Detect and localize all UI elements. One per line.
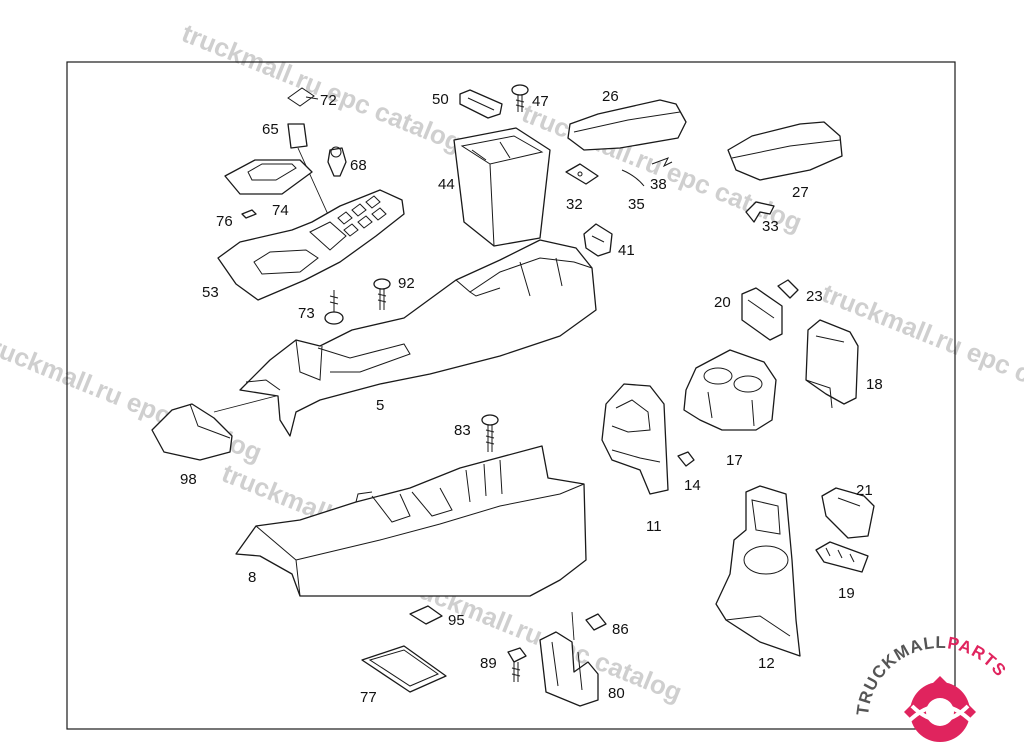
part-68-socket bbox=[327, 146, 347, 177]
part-76-pad bbox=[241, 209, 257, 219]
part-98-cover bbox=[151, 403, 233, 461]
label-19: 19 bbox=[838, 585, 855, 602]
label-38: 38 bbox=[650, 176, 667, 193]
label-89: 89 bbox=[480, 655, 497, 672]
label-26: 26 bbox=[602, 88, 619, 105]
label-17: 17 bbox=[726, 452, 743, 469]
logo-text-accent: PARTS bbox=[946, 633, 1010, 680]
part-72-clip bbox=[287, 87, 319, 107]
part-86-clip bbox=[585, 613, 607, 631]
part-labels: 72 50 47 26 65 68 44 38 27 76 74 32 35 3… bbox=[180, 88, 883, 706]
label-73: 73 bbox=[298, 305, 315, 322]
part-74-bezel bbox=[224, 159, 313, 195]
label-5: 5 bbox=[376, 397, 384, 414]
label-77: 77 bbox=[360, 689, 377, 706]
label-23: 23 bbox=[806, 288, 823, 305]
label-41: 41 bbox=[618, 242, 635, 259]
part-80-bracket bbox=[539, 611, 599, 707]
label-33: 33 bbox=[762, 218, 779, 235]
label-44: 44 bbox=[438, 176, 455, 193]
part-23-clip bbox=[777, 279, 799, 299]
part-53-switch-panel bbox=[217, 189, 405, 301]
part-50-cover bbox=[459, 89, 503, 119]
part-27-armrest bbox=[727, 121, 843, 181]
label-92: 92 bbox=[398, 275, 415, 292]
label-98: 98 bbox=[180, 471, 197, 488]
label-14: 14 bbox=[684, 477, 701, 494]
part-47-screw bbox=[511, 84, 529, 112]
part-18-holder bbox=[805, 319, 859, 409]
label-20: 20 bbox=[714, 294, 731, 311]
part-38-spring bbox=[651, 157, 673, 168]
part-92-screw bbox=[373, 278, 391, 310]
label-12: 12 bbox=[758, 655, 775, 672]
diagram-frame bbox=[66, 61, 956, 730]
part-19-switch bbox=[815, 541, 869, 573]
label-50: 50 bbox=[432, 91, 449, 108]
label-83: 83 bbox=[454, 422, 471, 439]
part-83-screw bbox=[481, 414, 499, 452]
label-95: 95 bbox=[448, 612, 465, 629]
part-8-lower-console bbox=[235, 445, 587, 597]
label-35: 35 bbox=[628, 196, 645, 213]
label-74: 74 bbox=[272, 202, 289, 219]
part-12-lower-panel bbox=[715, 485, 801, 657]
label-76: 76 bbox=[216, 213, 233, 230]
label-11: 11 bbox=[646, 518, 662, 535]
gear-icon bbox=[904, 676, 976, 742]
part-95-nut-plate bbox=[409, 605, 443, 625]
label-68: 68 bbox=[350, 157, 367, 174]
part-89-bolt bbox=[507, 647, 527, 682]
label-65: 65 bbox=[262, 121, 279, 138]
label-27: 27 bbox=[792, 184, 809, 201]
label-18: 18 bbox=[866, 376, 883, 393]
part-5-center-console bbox=[213, 239, 597, 437]
label-53: 53 bbox=[202, 284, 219, 301]
watermark-text: truckmall.ru epc catalog bbox=[178, 18, 467, 158]
part-21-switch bbox=[821, 487, 875, 539]
part-20-bracket bbox=[741, 287, 783, 341]
part-35-pin bbox=[621, 169, 645, 187]
part-11-side-bracket bbox=[601, 383, 669, 495]
label-72: 72 bbox=[320, 92, 337, 109]
part-14-clip bbox=[677, 451, 695, 467]
part-41-latch bbox=[583, 223, 613, 257]
label-21: 21 bbox=[856, 482, 873, 499]
part-73-screw bbox=[324, 290, 344, 325]
part-26-armrest-lid bbox=[567, 99, 687, 151]
label-32: 32 bbox=[566, 196, 583, 213]
label-86: 86 bbox=[612, 621, 629, 638]
part-44-storage-box bbox=[453, 127, 551, 247]
label-8: 8 bbox=[248, 569, 256, 586]
watermark: truckmall.ru epc catalog truckmall.ru ep… bbox=[0, 18, 1024, 708]
label-80: 80 bbox=[608, 685, 625, 702]
truckmall-parts-logo: TRUCKMALLPARTS bbox=[853, 633, 1010, 742]
part-32-hinge bbox=[565, 163, 599, 185]
part-17-cupholder bbox=[683, 349, 777, 431]
part-77-tray-mat bbox=[361, 645, 447, 693]
label-47: 47 bbox=[532, 93, 549, 110]
part-33-bracket bbox=[745, 201, 775, 223]
